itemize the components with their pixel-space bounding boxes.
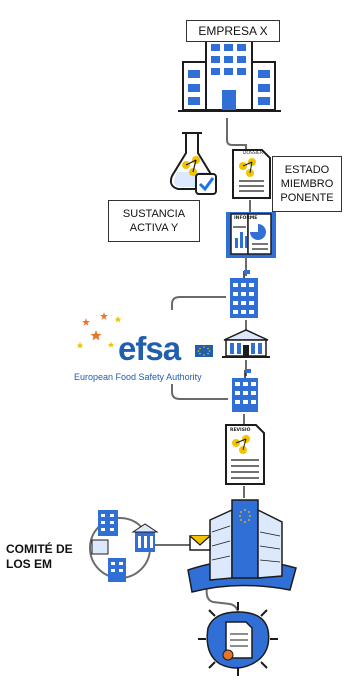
rapporteur-line2: MIEMBRO: [280, 178, 334, 190]
review-doc-label: REVISIÓ: [230, 428, 251, 433]
active-substance-line2: ACTIVA Y: [129, 222, 179, 234]
dossier-doc-label: DOSSIER: [243, 151, 264, 156]
efsa-subtitle: European Food Safety Authority: [74, 372, 202, 382]
efsa-logo-stars-icon: [76, 312, 122, 349]
committee-line2: LOS EM: [6, 557, 53, 571]
dossier-document-icon: [232, 149, 271, 199]
company-building-icon: [178, 37, 281, 112]
connector-building-to-efsa-top: [171, 296, 226, 310]
efsa-wordmark: efsa: [118, 330, 181, 368]
active-substance-line1: SUSTANCIA: [122, 208, 186, 220]
decision-seal-icon: [198, 602, 278, 676]
efsa-wordmark-accent: a: [162, 330, 181, 367]
member-states-committee-label: COMITÉ DE LOS EM: [6, 542, 73, 572]
active-substance-label: SUSTANCIA ACTIVA Y: [108, 200, 200, 242]
report-doc-label: INFORME: [234, 216, 258, 221]
member-state-building-icon: [230, 270, 258, 318]
committee-line1: COMITÉ DE: [6, 542, 73, 556]
rapporteur-member-state-label: ESTADO MIEMBRO PONENTE: [272, 156, 342, 212]
connector-company-to-dossier: [226, 118, 247, 152]
review-document-icon: [225, 424, 265, 485]
connector-commission-to-decision: [205, 585, 239, 615]
efsa-office-building-icon: [232, 369, 258, 412]
efsa-wordmark-main: efs: [118, 330, 164, 367]
member-states-committee-icon: [89, 510, 159, 582]
eu-flag-icon: [195, 345, 213, 357]
company-label-text: EMPRESA X: [198, 24, 268, 38]
commission-building-icon: [187, 499, 297, 593]
envelope-icon: [189, 535, 211, 551]
rapporteur-line1: ESTADO: [284, 164, 330, 176]
company-label: EMPRESA X: [186, 20, 280, 42]
connector-efsa-to-building: [171, 384, 228, 400]
rapporteur-line3: PONENTE: [280, 192, 334, 204]
efsa-building-icon: [222, 329, 270, 358]
check-icon: [195, 173, 217, 195]
report-book-icon: [226, 212, 276, 258]
